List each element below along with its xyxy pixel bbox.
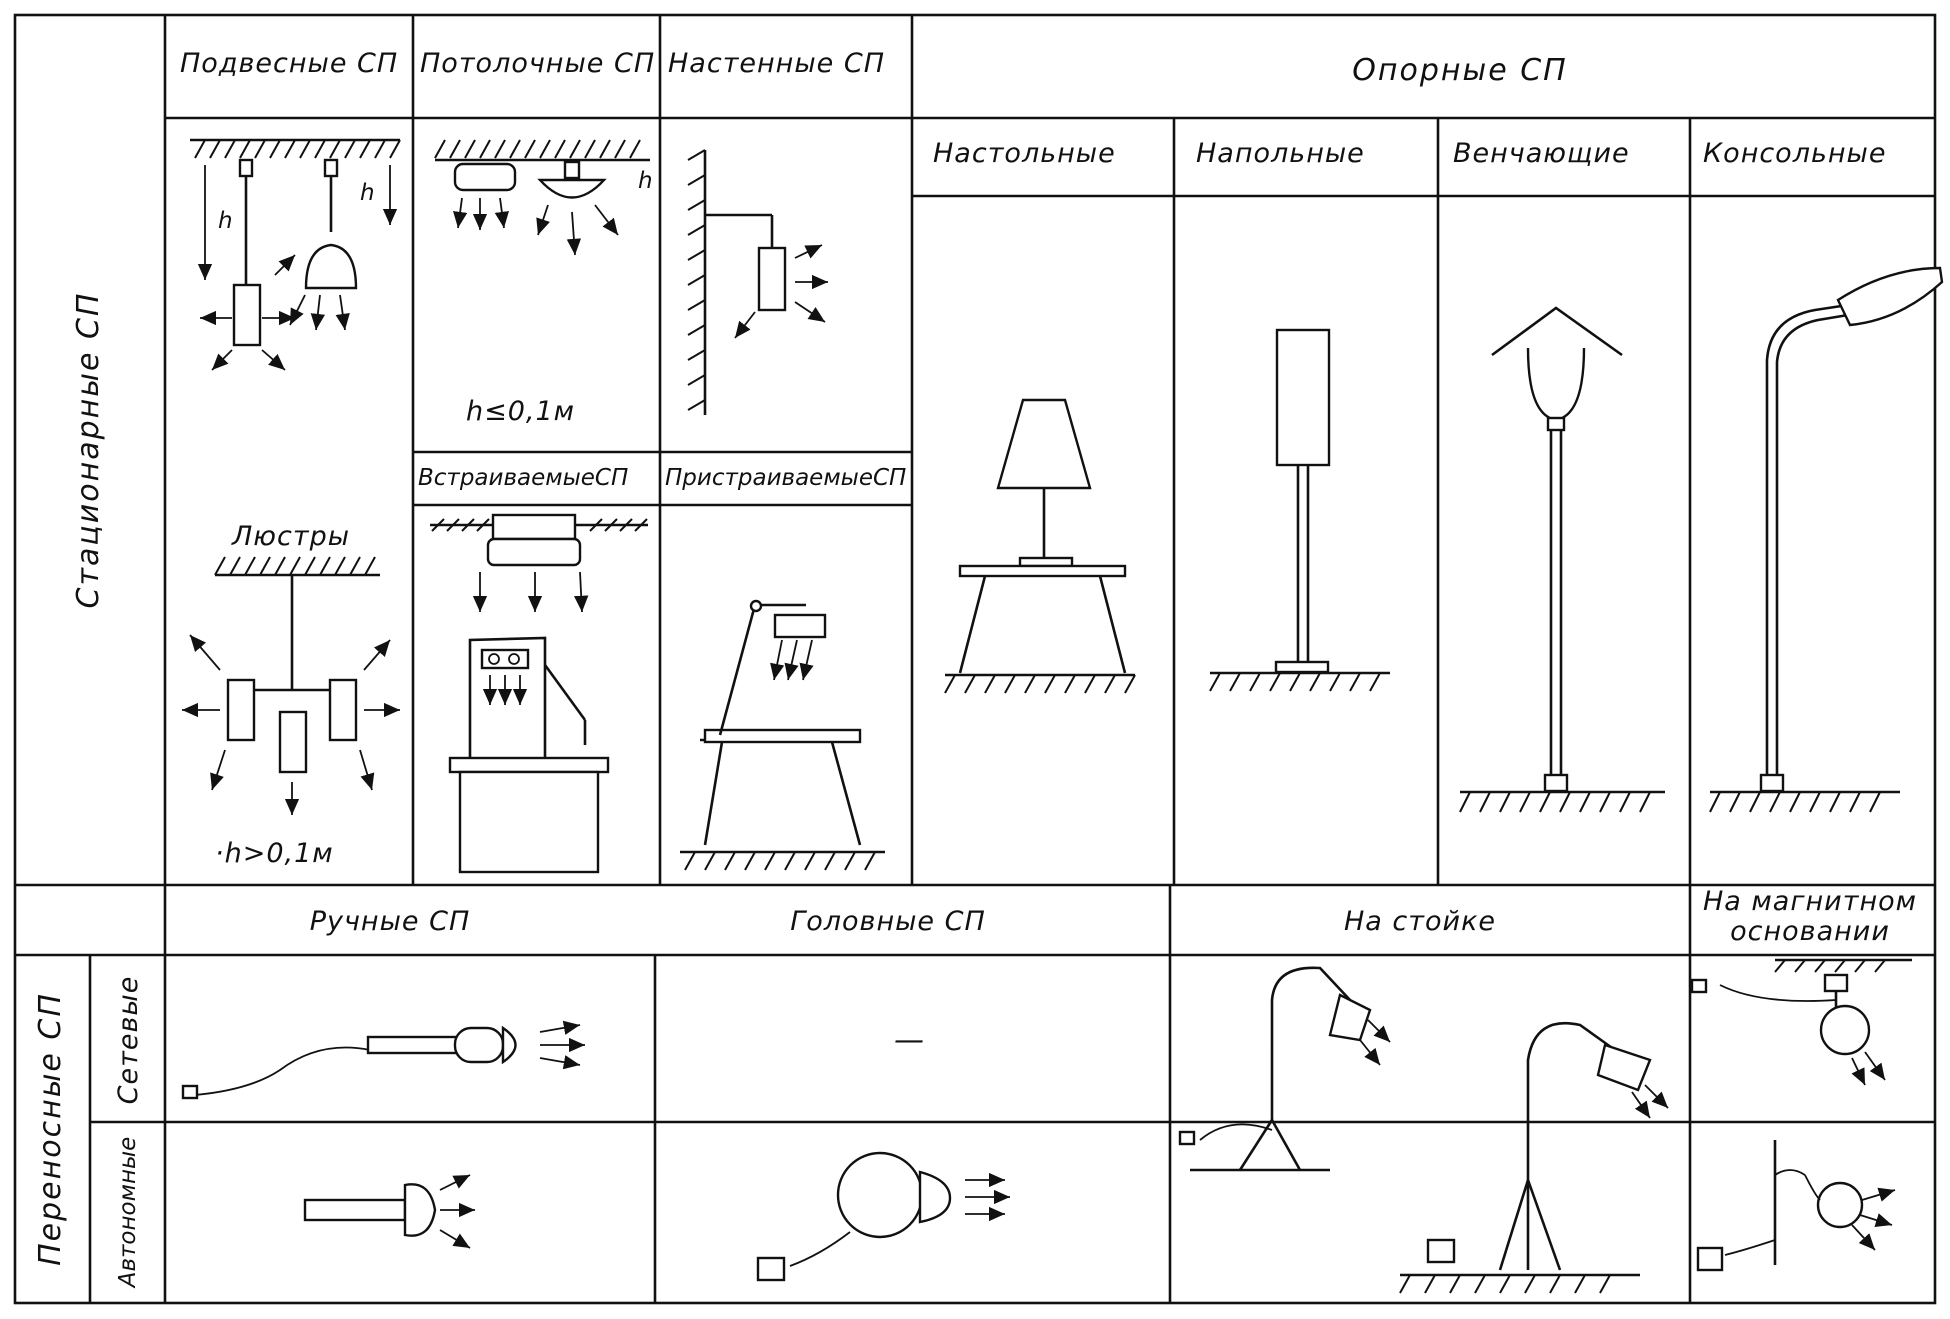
wall-header: Настенные СП — [668, 48, 885, 79]
height-marker-2: h — [360, 180, 375, 206]
suspended-header: Подвесные СП — [180, 48, 398, 79]
attached-luminaire-illustration — [680, 599, 885, 871]
ceiling-luminaire-illustration — [434, 139, 650, 256]
table-lamp-illustration — [944, 398, 1136, 694]
console-lamps-header: Консольные — [1703, 138, 1886, 169]
height-marker-3: h — [638, 168, 653, 194]
built-in-luminaire-illustration — [430, 513, 648, 874]
stand-lamp-autonomous-illustration — [1399, 1021, 1669, 1294]
magnetic-header-line2: основании — [1730, 916, 1890, 947]
stand-lamp-network-illustration — [1178, 966, 1391, 1172]
hand-header: Ручные СП — [310, 906, 471, 937]
crowning-lamp-illustration — [1459, 306, 1665, 813]
head-lamp-autonomous-illustration — [756, 1151, 1010, 1282]
magnetic-lamp-autonomous-illustration — [1696, 1140, 1896, 1272]
ceiling-header: Потолочные СП — [420, 48, 655, 79]
portable-group-label: Переносные СП — [33, 992, 68, 1266]
table-grid — [13, 13, 1937, 1305]
stand-header: На стойке — [1344, 906, 1496, 937]
head-header: Головные СП — [790, 906, 986, 937]
suspended-luminaire-illustration — [190, 138, 401, 371]
stationary-group-label: Стационарные СП — [71, 292, 106, 609]
magnetic-header-line1: На магнитном — [1703, 886, 1917, 917]
floor-lamp-illustration — [1209, 328, 1390, 692]
built-in-header: ВстраиваемыеСП — [418, 465, 628, 491]
attached-header: ПристраиваемыеСП — [665, 465, 906, 491]
magnetic-lamp-network-illustration — [1690, 958, 1912, 1086]
hand-lamp-network-illustration — [181, 1020, 585, 1100]
support-header: Опорные СП — [1352, 53, 1567, 88]
crowning-lamps-header: Венчающие — [1453, 138, 1630, 169]
hand-lamp-autonomous-illustration — [303, 1174, 475, 1249]
network-row-label: Сетевые — [113, 976, 144, 1105]
head-network-empty-cell: — — [894, 1023, 926, 1058]
chandelier-height-note: ·h>0,1м — [215, 838, 334, 869]
ceiling-height-note: h≤0,1м — [466, 396, 575, 427]
table-lamps-header: Настольные — [933, 138, 1116, 169]
chandelier-illustration — [182, 556, 400, 815]
wall-luminaire-illustration — [687, 149, 828, 415]
autonomous-row-label: Автономные — [115, 1137, 141, 1290]
height-marker-1: h — [218, 208, 233, 234]
floor-lamps-header: Напольные — [1196, 138, 1365, 169]
console-lamp-illustration — [1709, 266, 1944, 813]
chandeliers-header: Люстры — [231, 521, 350, 552]
